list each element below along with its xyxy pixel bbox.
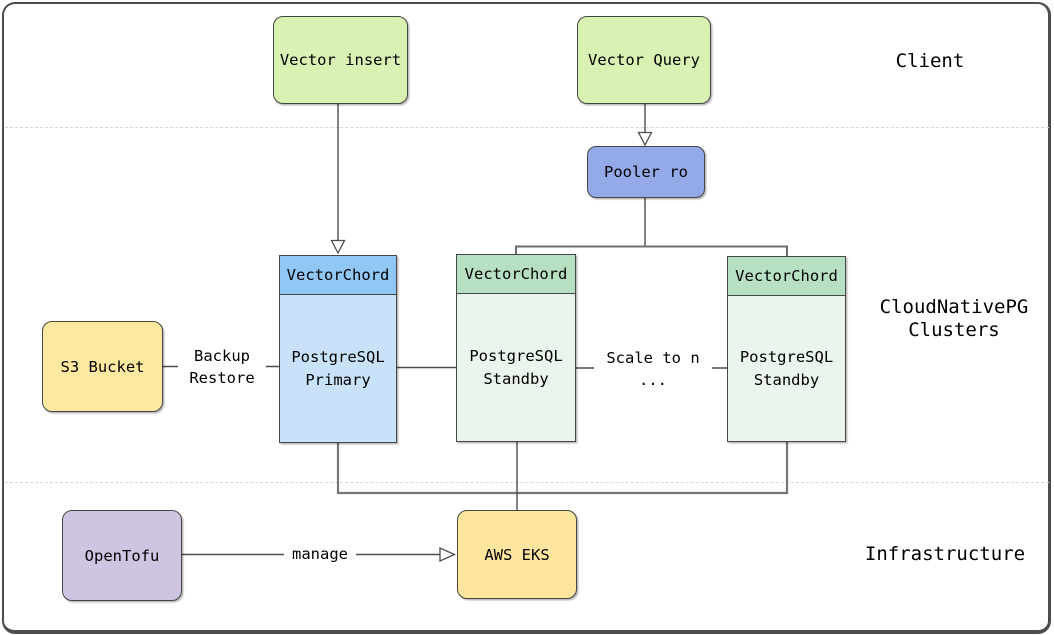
- arrowhead-into-eks: [439, 546, 457, 563]
- node-postgres-primary: VectorChord PostgreSQL Primary: [279, 255, 397, 443]
- node-vector-insert: Vector insert: [273, 16, 408, 104]
- edge-label-backup-restore: Backup Restore: [178, 345, 266, 389]
- node-postgres-primary-header: VectorChord: [280, 256, 396, 295]
- lane-label-client: Client: [895, 50, 965, 72]
- edge-label-scale-to-n: Scale to n ...: [594, 347, 712, 391]
- node-vector-query: Vector Query: [577, 16, 711, 104]
- node-postgres-standby-2: VectorChord PostgreSQL Standby: [727, 256, 846, 442]
- lane-divider-clusters-infrastructure: [5, 482, 1049, 483]
- node-aws-eks: AWS EKS: [457, 510, 577, 599]
- lane-label-infrastructure: Infrastructure: [864, 543, 1026, 565]
- lane-divider-client-clusters: [5, 127, 1049, 128]
- node-postgres-standby-1: VectorChord PostgreSQL Standby: [456, 254, 576, 442]
- node-s3-bucket: S3 Bucket: [42, 321, 163, 412]
- arrowhead-into-pooler: [637, 131, 653, 147]
- node-opentofu: OpenTofu: [62, 510, 182, 601]
- node-postgres-standby-1-header: VectorChord: [457, 255, 575, 294]
- node-postgres-standby-2-header: VectorChord: [728, 257, 845, 296]
- node-pooler-ro: Pooler ro: [587, 146, 705, 198]
- arrowhead-into-primary: [330, 239, 346, 255]
- edge-pooler-to-standbys: [515, 245, 788, 256]
- edge-label-manage: manage: [284, 543, 356, 565]
- lane-label-cloudnativepg-clusters: CloudNativePG Clusters: [879, 296, 1029, 341]
- node-postgres-standby-2-label: PostgreSQL Standby: [728, 296, 845, 441]
- node-postgres-primary-label: PostgreSQL Primary: [280, 295, 396, 442]
- node-postgres-standby-1-label: PostgreSQL Standby: [457, 294, 575, 441]
- edge-bottom-bus: [336, 442, 789, 495]
